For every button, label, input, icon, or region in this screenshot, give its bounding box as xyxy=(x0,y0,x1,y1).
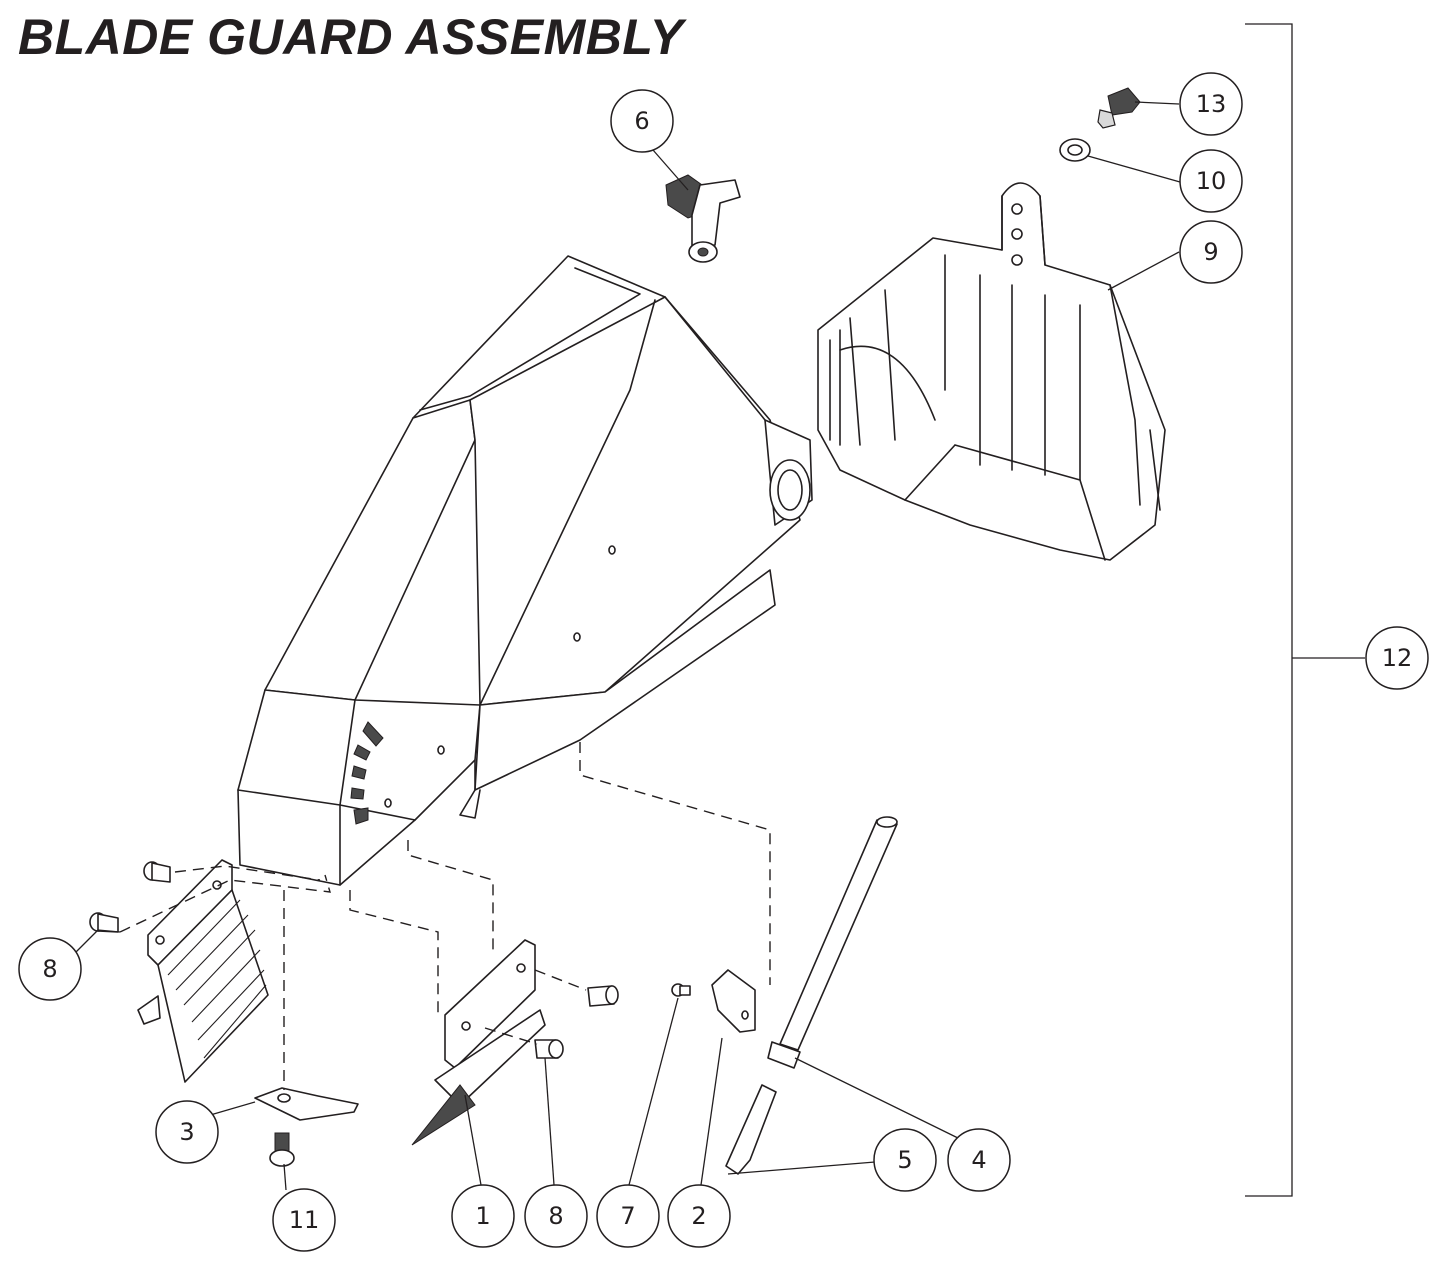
washer-part-10 xyxy=(1059,138,1091,162)
svg-text:12: 12 xyxy=(1382,644,1413,672)
callout-5: 5 xyxy=(873,1128,937,1192)
svg-text:5: 5 xyxy=(897,1146,912,1174)
svg-text:10: 10 xyxy=(1196,167,1227,195)
svg-text:2: 2 xyxy=(691,1202,706,1230)
assembly-dashed-lines xyxy=(119,742,771,1090)
callout-11: 11 xyxy=(272,1188,336,1252)
svg-text:8: 8 xyxy=(548,1202,563,1230)
elbow-fitting-part-6 xyxy=(665,174,741,263)
callout-4: 4 xyxy=(947,1128,1011,1192)
callout-6: 6 xyxy=(610,89,674,153)
svg-text:1: 1 xyxy=(475,1202,490,1230)
callout-7: 7 xyxy=(596,1184,660,1248)
svg-text:7: 7 xyxy=(620,1202,635,1230)
callout-10: 10 xyxy=(1179,149,1243,213)
plug-part-13 xyxy=(1097,87,1141,129)
callout-1: 1 xyxy=(451,1184,515,1248)
callout-12: 12 xyxy=(1365,626,1429,690)
blade-bracket-part-1 xyxy=(411,939,546,1146)
plate-part-3 xyxy=(254,1087,359,1121)
callout-9: 9 xyxy=(1179,220,1243,284)
callout-13: 13 xyxy=(1179,72,1243,136)
rivets-part-8 xyxy=(89,861,619,1059)
page-title: BLADE GUARD ASSEMBLY xyxy=(18,9,684,65)
guard-hood-part-9 xyxy=(817,182,1166,561)
svg-text:13: 13 xyxy=(1196,90,1227,118)
screw-part-11 xyxy=(269,1132,295,1167)
assembly-bracket xyxy=(1245,23,1365,1197)
svg-text:9: 9 xyxy=(1203,238,1218,266)
svg-text:3: 3 xyxy=(179,1118,194,1146)
svg-text:6: 6 xyxy=(634,107,649,135)
leader-lines xyxy=(70,101,1181,1191)
svg-text:11: 11 xyxy=(289,1206,320,1234)
callout-2: 2 xyxy=(667,1184,731,1248)
callout-8-bottom: 8 xyxy=(524,1184,588,1248)
callout-3: 3 xyxy=(155,1100,219,1164)
hose-parts-4-5 xyxy=(725,816,898,1175)
svg-text:4: 4 xyxy=(971,1146,986,1174)
brush-bracket-left xyxy=(137,859,269,1083)
clip-part-2 xyxy=(711,969,756,1033)
svg-text:8: 8 xyxy=(42,955,57,983)
blade-guard-housing xyxy=(237,255,813,886)
screw-part-7 xyxy=(671,983,691,997)
callout-8-left: 8 xyxy=(18,937,82,1001)
